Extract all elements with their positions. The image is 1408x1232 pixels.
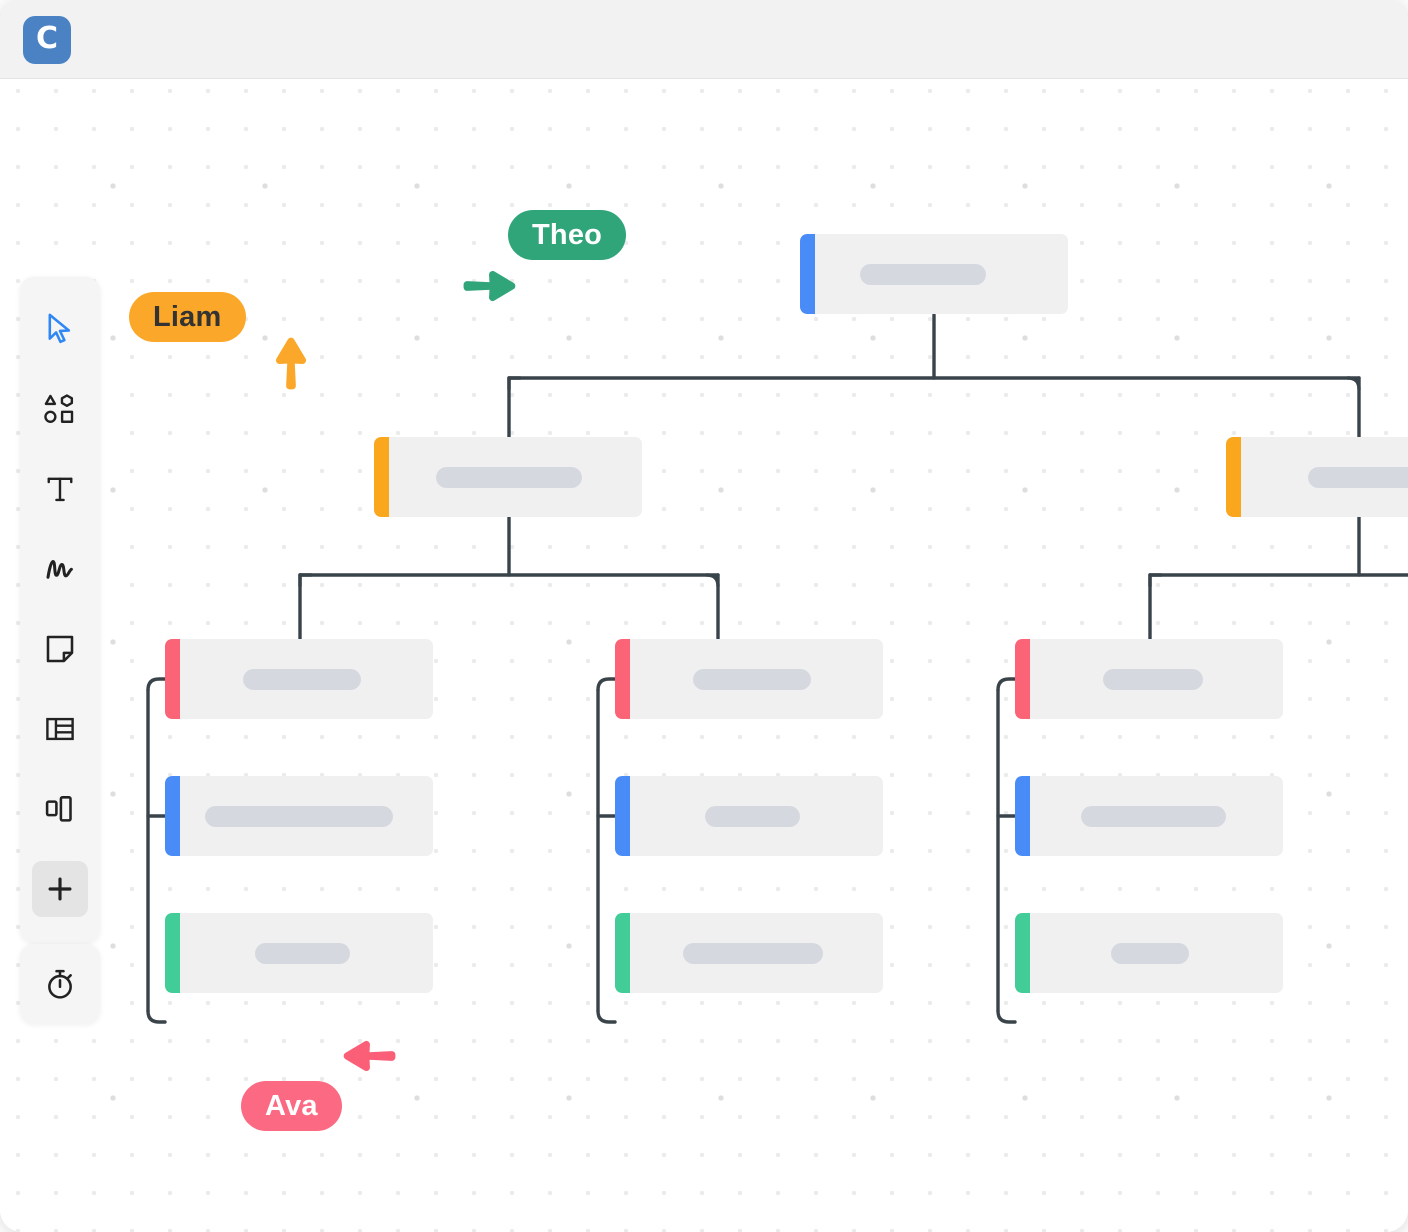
node-accent-bar — [1015, 639, 1030, 719]
table-tool[interactable] — [32, 701, 88, 757]
node-text-placeholder — [1103, 669, 1203, 690]
node-accent-bar — [615, 913, 630, 993]
timer-panel — [20, 944, 100, 1024]
node-text-placeholder — [1081, 806, 1226, 827]
diagram-node[interactable] — [615, 913, 883, 993]
diagram-node[interactable] — [1226, 437, 1408, 517]
diagram-node[interactable] — [1015, 776, 1283, 856]
draw-tool[interactable] — [32, 541, 88, 597]
text-icon — [47, 477, 73, 502]
node-text-placeholder — [436, 467, 582, 488]
diagram-node[interactable] — [615, 776, 883, 856]
node-accent-bar — [800, 234, 815, 314]
title-bar: C — [0, 0, 1408, 79]
shapes-tool[interactable] — [32, 381, 88, 437]
plus-icon — [48, 877, 72, 901]
node-accent-bar — [1226, 437, 1241, 517]
diagram-node[interactable] — [165, 776, 433, 856]
cursor-label-theo: Theo — [508, 210, 627, 260]
cursor-icon — [48, 313, 71, 344]
node-text-placeholder — [205, 806, 393, 827]
diagram-node[interactable] — [374, 437, 642, 517]
node-text-placeholder — [255, 943, 350, 964]
cursor-pointer-liam — [264, 337, 318, 400]
stopwatch-icon — [48, 969, 72, 999]
node-accent-bar — [165, 639, 180, 719]
frame-icon — [45, 796, 72, 822]
node-text-placeholder — [693, 669, 811, 690]
left-toolbar — [20, 277, 100, 943]
sticky-note-icon — [46, 635, 74, 663]
cursor-label-ava: Ava — [241, 1081, 342, 1131]
shapes-icon — [44, 394, 74, 423]
node-accent-bar — [165, 913, 180, 993]
node-text-placeholder — [705, 806, 800, 827]
node-accent-bar — [1015, 913, 1030, 993]
add-tool[interactable] — [32, 861, 88, 917]
diagram-node[interactable] — [1015, 639, 1283, 719]
node-text-placeholder — [860, 264, 986, 285]
node-accent-bar — [165, 776, 180, 856]
scribble-icon — [46, 559, 73, 579]
note-tool[interactable] — [32, 621, 88, 677]
node-text-placeholder — [1111, 943, 1189, 964]
diagram-node[interactable] — [165, 913, 433, 993]
node-accent-bar — [374, 437, 389, 517]
cursor-pointer-ava — [343, 1029, 401, 1088]
diagram-node[interactable] — [615, 639, 883, 719]
node-text-placeholder — [683, 943, 823, 964]
app-logo[interactable]: C — [23, 16, 71, 64]
timer-tool[interactable] — [32, 956, 88, 1012]
select-tool[interactable] — [32, 301, 88, 357]
app-logo-glyph: C — [35, 21, 59, 56]
diagram-node[interactable] — [1015, 913, 1283, 993]
cursor-pointer-theo — [458, 259, 516, 318]
frame-tool[interactable] — [32, 781, 88, 837]
node-accent-bar — [1015, 776, 1030, 856]
diagram-node[interactable] — [800, 234, 1068, 314]
node-accent-bar — [615, 776, 630, 856]
text-tool[interactable] — [32, 461, 88, 517]
node-text-placeholder — [1308, 467, 1408, 488]
table-icon — [46, 717, 74, 741]
diagram-node[interactable] — [165, 639, 433, 719]
node-accent-bar — [615, 639, 630, 719]
cursor-label-liam: Liam — [129, 292, 246, 342]
node-text-placeholder — [243, 669, 361, 690]
